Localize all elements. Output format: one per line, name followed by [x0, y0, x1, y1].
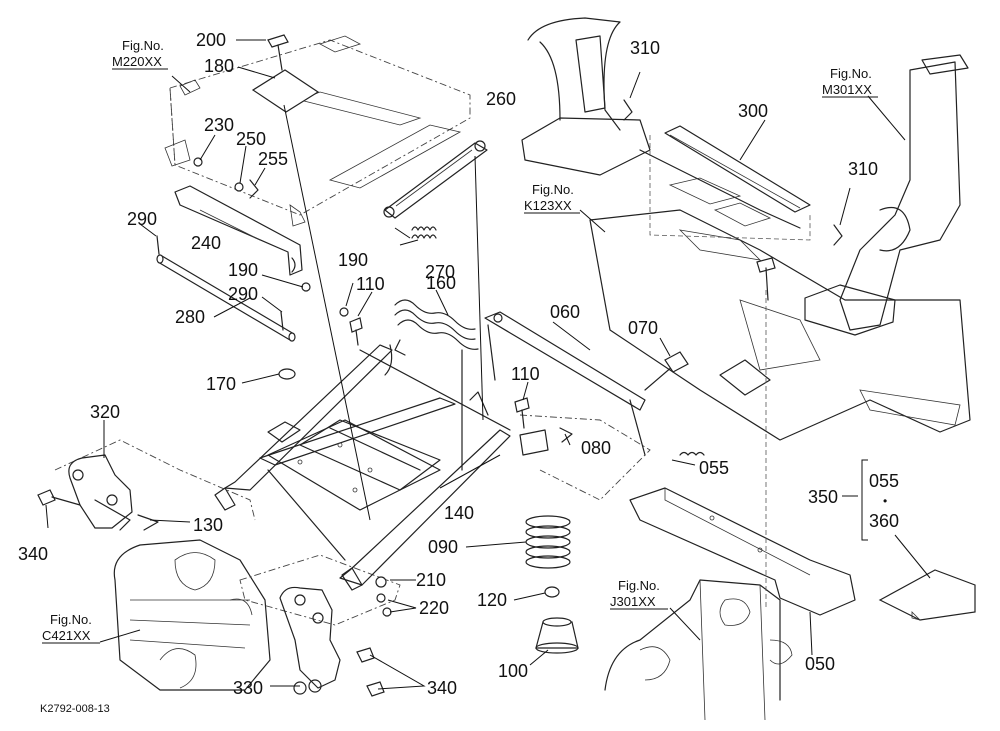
callout-160: 160 — [426, 273, 456, 293]
callout-070: 070 — [628, 318, 658, 338]
fig-ref-m301-code: M301XX — [822, 82, 872, 97]
callout-290-lower: 290 — [228, 284, 258, 304]
instruction-sheet-360 — [878, 569, 976, 621]
callout-210: 210 — [416, 570, 446, 590]
lower-mount-reference-outline — [54, 414, 651, 626]
leader-lines — [45, 39, 931, 690]
callout-360: 360 — [869, 511, 899, 531]
rod-280 — [156, 254, 296, 342]
assembly-centerline — [283, 104, 371, 521]
callout-100: 100 — [498, 661, 528, 681]
callout-270: 270 — [425, 262, 455, 282]
bracket-320 — [68, 454, 133, 531]
transmission-right-reference — [604, 579, 793, 721]
transmission-left-reference — [113, 539, 271, 691]
fig-ref-k123-code: K123XX — [524, 198, 572, 213]
callout-190-left: 190 — [228, 260, 258, 280]
callout-180: 180 — [204, 56, 234, 76]
callout-090: 090 — [428, 537, 458, 557]
seat-frame-140 — [214, 344, 549, 591]
callout-110-lower: 110 — [511, 364, 540, 384]
fig-ref-m220-caption: Fig.No. — [122, 38, 164, 53]
callout-190-center: 190 — [338, 250, 368, 270]
spring-270 — [394, 226, 437, 239]
pins-290 — [156, 235, 284, 331]
callout-200: 200 — [196, 30, 226, 50]
fig-ref-c421-code: C421XX — [42, 628, 91, 643]
callout-280: 280 — [175, 307, 205, 327]
callout-350: 350 — [808, 487, 838, 507]
fig-ref-k123-caption: Fig.No. — [532, 182, 574, 197]
callout-310-right: 310 — [848, 159, 878, 179]
bracket-330 — [279, 586, 341, 695]
bushing-100 — [535, 617, 579, 654]
callout-240: 240 — [191, 233, 221, 253]
callout-340-left: 340 — [18, 544, 48, 564]
collar-120 — [544, 586, 560, 598]
callout-300: 300 — [738, 101, 768, 121]
callout-320: 320 — [90, 402, 120, 422]
rail-050 — [629, 487, 856, 616]
callout-255: 255 — [258, 149, 288, 169]
springs-160 — [394, 299, 479, 471]
callout-055-group: 055 — [869, 471, 899, 491]
callout-110-upper: 110 — [356, 274, 385, 294]
callout-290-upper: 290 — [127, 209, 157, 229]
callout-055: 055 — [699, 458, 729, 478]
fig-ref-j301-code: J301XX — [610, 594, 656, 609]
small-hardware — [137, 34, 843, 617]
callout-220: 220 — [419, 598, 449, 618]
callout-120: 120 — [477, 590, 507, 610]
callout-130: 130 — [193, 515, 223, 535]
callout-080: 080 — [581, 438, 611, 458]
frame-reference-outline — [521, 17, 971, 441]
fig-ref-c421-caption: Fig.No. — [50, 612, 92, 627]
callout-260: 260 — [486, 89, 516, 109]
fig-ref-m301-caption: Fig.No. — [830, 66, 872, 81]
bracket-240 — [174, 185, 303, 276]
callout-140: 140 — [444, 503, 474, 523]
lever-060 — [484, 311, 681, 456]
knob-070 — [664, 351, 689, 373]
callout-170: 170 — [206, 374, 236, 394]
link-260 — [383, 140, 488, 219]
figure-references: Fig.No. M220XX Fig.No. M301XX Fig.No. K1… — [42, 38, 878, 644]
rail-300 — [664, 125, 811, 227]
group-separator-dot: • — [883, 494, 887, 508]
callout-050: 050 — [805, 654, 835, 674]
callout-310-left: 310 — [630, 38, 660, 58]
fig-ref-m220-code: M220XX — [112, 54, 162, 69]
callout-060: 060 — [550, 302, 580, 322]
assembly-centerline-2 — [474, 155, 484, 421]
callout-340-right: 340 — [427, 678, 457, 698]
callout-250: 250 — [236, 129, 266, 149]
callout-330: 330 — [233, 678, 263, 698]
spring-090 — [525, 515, 571, 569]
callout-labels: 200 180 230 250 255 240 290 190 290 280 … — [18, 30, 899, 698]
drawing-code: K2792-008-13 — [40, 703, 110, 715]
fig-ref-j301-caption: Fig.No. — [618, 578, 660, 593]
callout-230: 230 — [204, 115, 234, 135]
bolts-340 — [37, 489, 385, 697]
support-plate — [267, 419, 441, 511]
